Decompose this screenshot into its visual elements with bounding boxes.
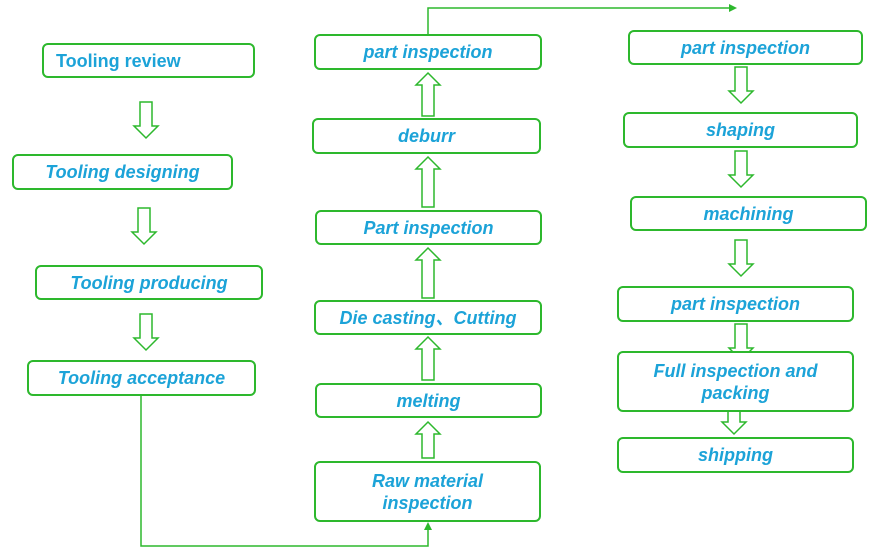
melting-box: melting: [315, 383, 542, 418]
arrow-up-production-2: [414, 335, 442, 381]
tooling-review-label: Tooling review: [56, 50, 181, 71]
deburr-box: deburr: [312, 118, 541, 154]
shipping-box: shipping: [617, 437, 854, 473]
part-inspection-box-4: part inspection: [617, 286, 854, 322]
tooling-review-box: Tooling review: [42, 43, 255, 78]
raw-material-inspection-box: Raw material inspection: [314, 461, 541, 522]
full-inspection-packing-label: Full inspection and packing: [653, 360, 818, 403]
deburr-label: deburr: [397, 126, 455, 146]
arrow-up-production-4: [414, 155, 442, 208]
shaping-label: shaping: [705, 120, 775, 140]
shipping-label: shipping: [698, 445, 773, 465]
part-inspection-label-2: part inspection: [363, 42, 493, 62]
arrow-down-tooling-3: [132, 313, 160, 352]
raw-material-inspection-label: Raw material inspection: [371, 470, 484, 513]
part-inspection-label-1: Part inspection: [363, 217, 494, 238]
machining-label: machining: [703, 203, 794, 224]
part-inspection-box-1: Part inspection: [315, 210, 542, 245]
tooling-producing-label: Tooling producing: [70, 272, 228, 293]
machining-box: machining: [630, 196, 867, 231]
tooling-producing-box: Tooling producing: [35, 265, 263, 300]
part-inspection-box-3: part inspection: [628, 30, 863, 65]
part-inspection-label-3: part inspection: [680, 37, 810, 58]
arrow-down-tooling-2: [130, 207, 158, 246]
connector-tooling-to-production: [140, 396, 429, 547]
shaping-box: shaping: [623, 112, 858, 148]
full-inspection-packing-box: Full inspection and packing: [617, 351, 854, 412]
tooling-acceptance-label: Tooling acceptance: [57, 368, 226, 388]
arrow-down-finishing-1: [727, 66, 755, 105]
part-inspection-box-2: part inspection: [314, 34, 542, 70]
arrow-up-production-5: [414, 71, 442, 117]
part-inspection-label-4: part inspection: [670, 294, 800, 314]
die-casting-cutting-label: Die casting、Cutting: [339, 307, 517, 328]
tooling-designing-box: Tooling designing: [12, 154, 233, 190]
arrow-up-production-1: [414, 420, 442, 459]
connector-production-to-finishing: [427, 7, 731, 34]
die-casting-cutting-box: Die casting、Cutting: [314, 300, 542, 335]
arrow-up-production-3: [414, 246, 442, 299]
connector-tooling-to-production-arrowhead: [424, 522, 432, 530]
connector-production-to-finishing-arrowhead: [729, 4, 737, 12]
arrow-down-finishing-3: [727, 239, 755, 278]
melting-label: melting: [396, 390, 461, 411]
tooling-acceptance-box: Tooling acceptance: [27, 360, 256, 396]
arrow-down-finishing-2: [727, 150, 755, 189]
tooling-designing-label: Tooling designing: [45, 162, 200, 182]
arrow-down-tooling-1: [132, 101, 160, 140]
